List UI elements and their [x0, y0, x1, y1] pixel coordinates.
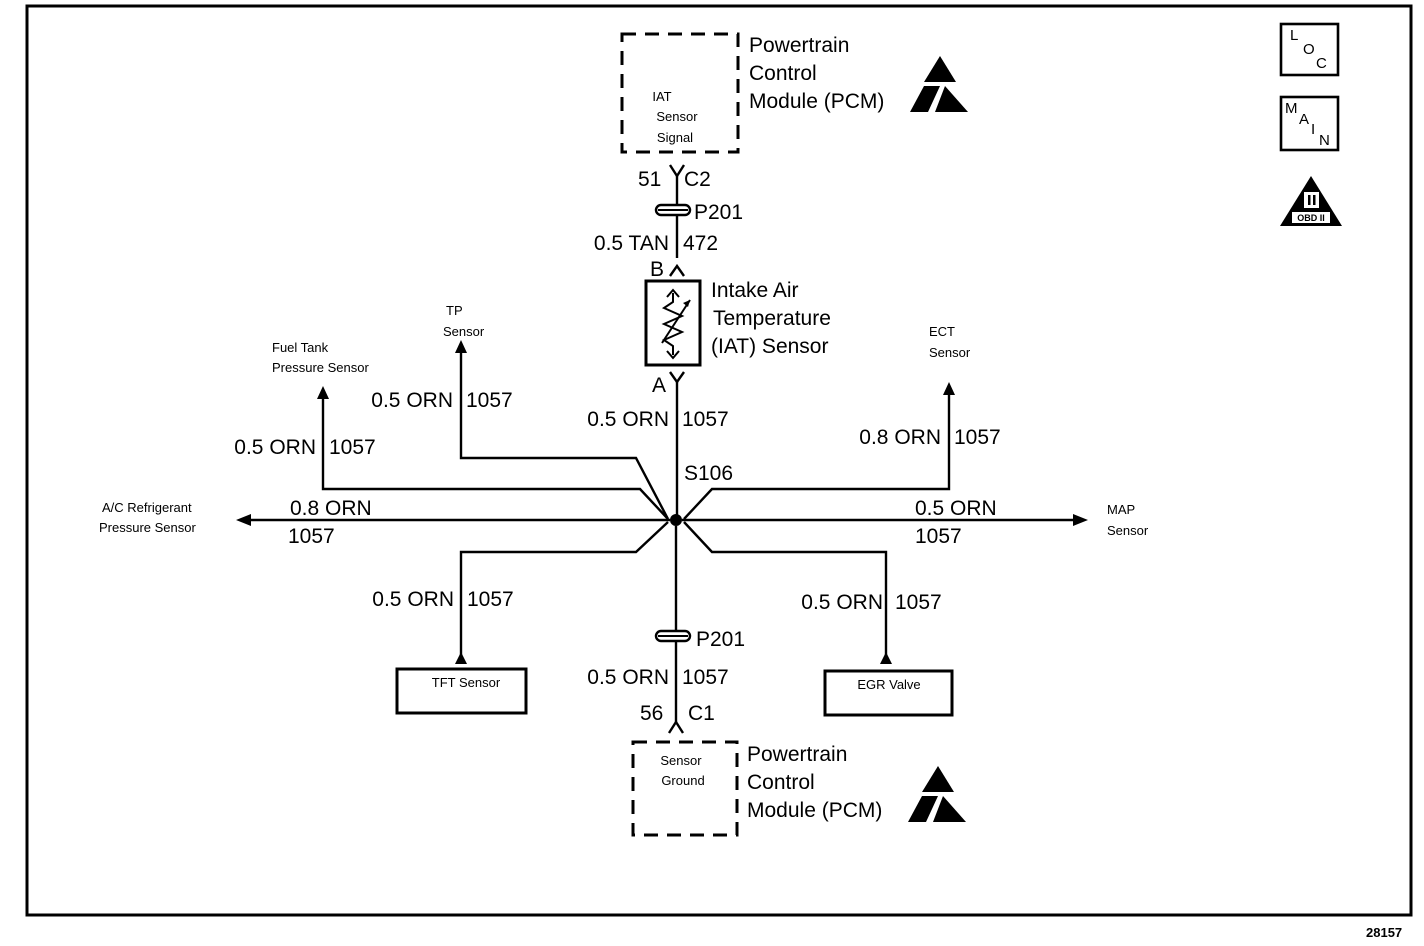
wire-tft-sensor — [459, 521, 669, 660]
map-sensor-arrow-icon — [1073, 514, 1088, 526]
p201-top-label: P201 — [694, 201, 743, 224]
tp-sensor-label-line-2: Sensor — [443, 324, 485, 339]
wire-pcm-iat-circuit: 472 — [683, 232, 718, 255]
pcm-top-title-line-3: Module (PCM) — [749, 90, 884, 113]
tp-sensor-label-line-1: TP — [446, 303, 463, 318]
svg-text:C: C — [1316, 55, 1327, 72]
pcm-bottom-title-line-1: Powertrain — [747, 743, 847, 766]
wire-iat-s106-circuit: 1057 — [682, 408, 729, 431]
pcm-bottom-title-line-3: Module (PCM) — [747, 799, 882, 822]
tft-sensor-arrow-icon — [455, 652, 467, 664]
p201-top-connector-symbol — [654, 203, 692, 217]
tft-sensor-box — [395, 667, 528, 715]
map-sensor-label-line-2: Sensor — [1107, 523, 1149, 538]
wire-ect-circuit: 1057 — [954, 426, 1001, 449]
pcm-bottom-box — [631, 740, 739, 837]
pcm-bottom-connector: C1 — [688, 702, 715, 725]
map-sensor-label-line-1: MAP — [1107, 502, 1135, 517]
pcm-top-box — [620, 32, 740, 154]
p201-bottom-label: P201 — [696, 628, 745, 651]
terminal-a-symbol — [669, 371, 685, 385]
esd-warning-icon-bottom — [908, 766, 966, 822]
svg-text:O: O — [1303, 41, 1315, 58]
tft-sensor-label: TFT Sensor — [432, 675, 501, 690]
pcm-top-signal-line-1: IAT — [652, 89, 671, 104]
svg-text:I: I — [1311, 121, 1315, 138]
pcm-top-signal-line-2: Sensor — [656, 109, 698, 124]
iat-sensor-name-line-3: (IAT) Sensor — [711, 335, 828, 358]
esd-warning-icon-top — [910, 56, 968, 112]
wire-egr-gauge: 0.5 ORN — [801, 591, 883, 614]
egr-valve-label: EGR Valve — [857, 677, 920, 692]
wire-pcm-iat-gauge: 0.5 TAN — [594, 232, 669, 255]
wire-ect-gauge: 0.8 ORN — [859, 426, 941, 449]
s106-splice-dot — [670, 514, 682, 526]
obd-ii-icon: OBD II — [1280, 176, 1342, 226]
pcm-top-title-line-1: Powertrain — [749, 34, 849, 57]
wire-fuel-tank-sensor — [321, 398, 669, 520]
fuel-tank-label-line-1: Fuel Tank — [272, 340, 329, 355]
wire-pcm-ground-gauge: 0.5 ORN — [587, 666, 669, 689]
pcm-bottom-title-line-2: Control — [747, 771, 815, 794]
wire-egr-circuit: 1057 — [895, 591, 942, 614]
pcm-bottom-pin: 56 — [640, 702, 663, 725]
wire-tft-gauge: 0.5 ORN — [372, 588, 454, 611]
wire-fuel-tank-gauge: 0.5 ORN — [234, 436, 316, 459]
fuel-tank-label-line-2: Pressure Sensor — [272, 360, 369, 375]
egr-valve-arrow-icon — [880, 652, 892, 664]
wire-map-gauge: 0.5 ORN — [915, 497, 997, 520]
ect-sensor-label-line-1: ECT — [929, 324, 955, 339]
figure-number: 28157 — [1366, 925, 1402, 940]
iat-sensor-name-line-1: Intake Air — [711, 279, 799, 302]
loc-icon: L O C — [1279, 22, 1340, 77]
pcm-top-pin: 51 — [638, 168, 661, 191]
wire-ac-gauge: 0.8 ORN — [290, 497, 372, 520]
wire-egr-valve — [683, 521, 888, 660]
ac-sensor-label-line-2: Pressure Sensor — [99, 520, 196, 535]
ac-sensor-label-line-1: A/C Refrigerant — [102, 500, 192, 515]
egr-valve-box — [823, 669, 954, 717]
svg-text:A: A — [1299, 111, 1309, 128]
s106-label: S106 — [684, 462, 733, 485]
iat-terminal-a: A — [652, 374, 666, 397]
pcm-top-title-line-2: Control — [749, 62, 817, 85]
wire-tp-sensor — [459, 352, 670, 520]
thermistor-icon — [661, 288, 691, 360]
wire-pcm-ground-circuit: 1057 — [682, 666, 729, 689]
tp-sensor-arrow-icon — [455, 340, 467, 353]
wire-ect-sensor — [683, 394, 951, 520]
pcm-bottom-signal-line-1: Sensor — [660, 753, 702, 768]
p201-bottom-connector-symbol — [654, 629, 692, 643]
diagram-frame — [25, 4, 1413, 917]
wire-map-circuit: 1057 — [915, 525, 962, 548]
svg-text:OBD II: OBD II — [1297, 213, 1325, 223]
ac-sensor-arrow-icon — [236, 514, 251, 526]
svg-text:L: L — [1290, 27, 1298, 44]
pcm-top-connector: C2 — [684, 168, 711, 191]
pcm-bottom-signal-line-2: Ground — [661, 773, 704, 788]
svg-text:M: M — [1285, 100, 1298, 117]
wire-fuel-tank-circuit: 1057 — [329, 436, 376, 459]
ect-sensor-arrow-icon — [943, 382, 955, 395]
connector-c1-symbol — [667, 719, 685, 734]
wire-ac-circuit: 1057 — [288, 525, 335, 548]
wire-iat-s106-gauge: 0.5 ORN — [587, 408, 669, 431]
svg-text:N: N — [1319, 132, 1330, 149]
wire-tp-circuit: 1057 — [466, 389, 513, 412]
ect-sensor-label-line-2: Sensor — [929, 345, 971, 360]
wire-tp-gauge: 0.5 ORN — [371, 389, 453, 412]
terminal-b-symbol — [669, 263, 685, 277]
main-icon: M A I N — [1279, 95, 1340, 152]
iat-sensor-name-line-2: Temperature — [713, 307, 831, 330]
wire-tft-circuit: 1057 — [467, 588, 514, 611]
iat-terminal-b: B — [650, 258, 664, 281]
connector-c2-symbol — [668, 164, 686, 179]
fuel-tank-arrow-icon — [317, 386, 329, 399]
pcm-top-signal-line-3: Signal — [657, 130, 693, 145]
